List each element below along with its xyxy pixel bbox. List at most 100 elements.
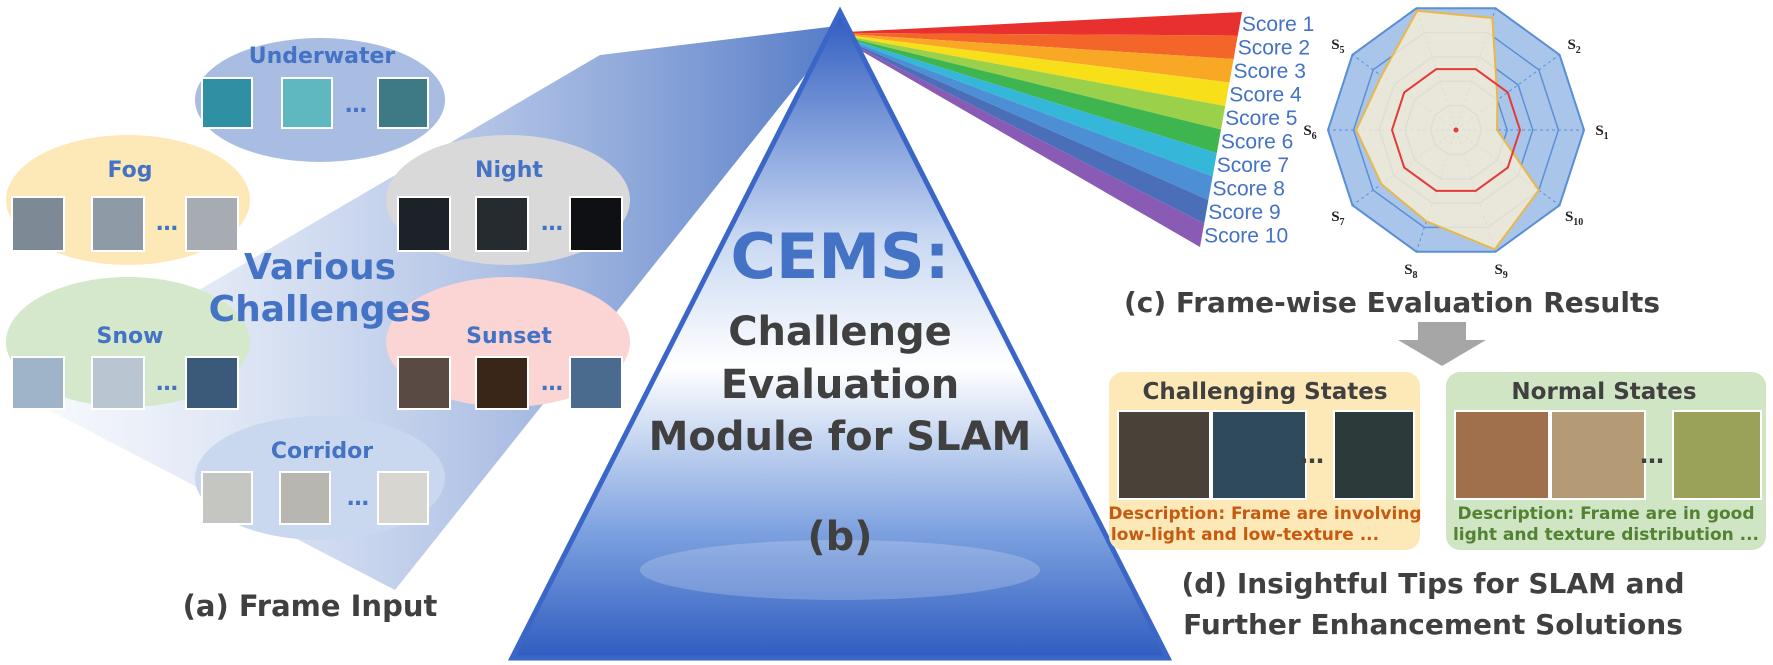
frame-thumb: [279, 471, 331, 525]
score-label-7: Score 7: [1217, 154, 1289, 177]
cems-title: CEMS:: [731, 220, 950, 293]
caption-c: (c) Frame-wise Evaluation Results: [1124, 286, 1660, 319]
group-night-label: Night: [475, 158, 543, 183]
ellipsis: …: [541, 211, 563, 236]
score-label-2: Score 2: [1238, 36, 1310, 59]
score-band-3: [846, 34, 1234, 83]
challenging-desc-1: Description: Frame are involving: [1108, 504, 1421, 524]
score-band-9: [846, 40, 1209, 224]
ellipsis: …: [541, 371, 563, 396]
cems-line2: Evaluation: [721, 362, 959, 408]
radar-series-1: [1355, 9, 1541, 251]
various-challenges-line1: Various: [244, 247, 396, 288]
frame-thumb: [1454, 410, 1550, 500]
score-label-1: Score 1: [1242, 13, 1314, 36]
radar-axis-label-1: S1: [1595, 123, 1608, 142]
score-label-9: Score 9: [1208, 201, 1280, 224]
down-arrow-icon: [1398, 322, 1486, 366]
ellipsis: …: [156, 211, 178, 236]
challenge-groups: Underwater … Fog … Night … Snow: [6, 38, 630, 540]
radar-axis-label-9: S9: [1494, 262, 1507, 281]
frame-thumb: [397, 196, 451, 252]
radar-axis-label-2: S2: [1567, 37, 1580, 56]
frame-thumb: [1117, 410, 1211, 500]
score-band-7: [846, 38, 1217, 177]
frame-thumb: [201, 77, 253, 129]
frame-thumb: [377, 77, 429, 129]
score-band-8: [846, 39, 1213, 200]
frame-thumb: [397, 356, 451, 410]
challenging-desc-2: low-light and low-texture ...: [1111, 525, 1379, 545]
score-bands: [846, 12, 1242, 247]
prism-base-glow: [640, 540, 1040, 600]
challenging-title: Challenging States: [1142, 379, 1387, 405]
group-fog-label: Fog: [108, 158, 153, 183]
frame-thumb: [281, 77, 333, 129]
normal-states-card: Normal States … Description: Frame are i…: [1446, 372, 1766, 550]
group-corridor: Corridor …: [195, 416, 445, 540]
score-band-6: [846, 37, 1221, 153]
radar-center: [1453, 127, 1459, 133]
radar-axis-label-6: S6: [1303, 123, 1316, 142]
frame-thumb: [1672, 410, 1762, 500]
score-band-4: [846, 35, 1230, 106]
score-band-5: [846, 36, 1226, 130]
score-label-10: Score 10: [1204, 224, 1288, 247]
frame-thumb: [569, 196, 623, 252]
score-label-5: Score 5: [1225, 107, 1297, 130]
group-sunset-label: Sunset: [466, 324, 552, 349]
radar-axis-label-7: S7: [1331, 209, 1344, 228]
radar-axis-label-3: S3: [1494, 0, 1507, 3]
score-band-2: [846, 33, 1238, 59]
score-label-3: Score 3: [1234, 60, 1306, 83]
radar-axis-label-8: S8: [1404, 262, 1417, 281]
frame-thumb: [91, 356, 145, 410]
frame-thumb: [475, 356, 529, 410]
frame-thumb: [91, 196, 145, 252]
frame-thumb: [11, 196, 65, 252]
group-night: Night …: [386, 135, 630, 265]
ellipsis: …: [347, 486, 369, 511]
score-label-4: Score 4: [1229, 83, 1302, 106]
normal-title: Normal States: [1511, 379, 1696, 405]
frame-thumb: [377, 471, 429, 525]
ellipsis: …: [1640, 441, 1664, 469]
group-corridor-label: Corridor: [271, 439, 373, 464]
group-underwater-label: Underwater: [249, 44, 396, 69]
cems-line3: Module for SLAM: [649, 414, 1032, 460]
prism-triangle: [507, 6, 1173, 661]
frame-thumb: [1333, 410, 1415, 500]
challenging-states-card: Challenging States … Description: Frame …: [1108, 372, 1422, 550]
frame-thumb: [11, 356, 65, 410]
group-sunset: Sunset …: [386, 277, 630, 410]
caption-d-1: (d) Insightful Tips for SLAM and: [1181, 567, 1684, 600]
group-snow: Snow …: [6, 277, 250, 410]
score-band-10: [846, 41, 1205, 247]
label-b: (b): [807, 514, 872, 560]
score-label-8: Score 8: [1213, 177, 1285, 200]
ellipsis: …: [156, 371, 178, 396]
score-label-6: Score 6: [1221, 130, 1293, 153]
frame-thumb: [185, 356, 239, 410]
ellipsis: …: [1300, 441, 1324, 469]
caption-d-2: Further Enhancement Solutions: [1183, 608, 1683, 641]
radar-axis-label-4: S4: [1404, 0, 1417, 3]
score-band-1: [846, 12, 1242, 36]
group-snow-label: Snow: [97, 324, 164, 349]
frame-thumb: [1550, 410, 1646, 500]
frame-thumb: [569, 356, 623, 410]
various-challenges-line2: Challenges: [209, 289, 432, 330]
group-underwater: Underwater …: [195, 38, 445, 162]
radar-chart: S1S2S3S4S5S6S7S8S9S10: [1303, 0, 1608, 281]
ellipsis: …: [345, 93, 367, 118]
normal-desc-2: light and texture distribution ...: [1453, 525, 1759, 545]
frame-thumb: [475, 196, 529, 252]
normal-desc-1: Description: Frame are in good: [1457, 504, 1754, 524]
radar-axis-label-5: S5: [1331, 37, 1344, 56]
frame-thumb: [1211, 410, 1307, 500]
group-fog: Fog …: [6, 135, 250, 265]
caption-a: (a) Frame Input: [183, 589, 438, 623]
frame-thumb: [201, 471, 253, 525]
